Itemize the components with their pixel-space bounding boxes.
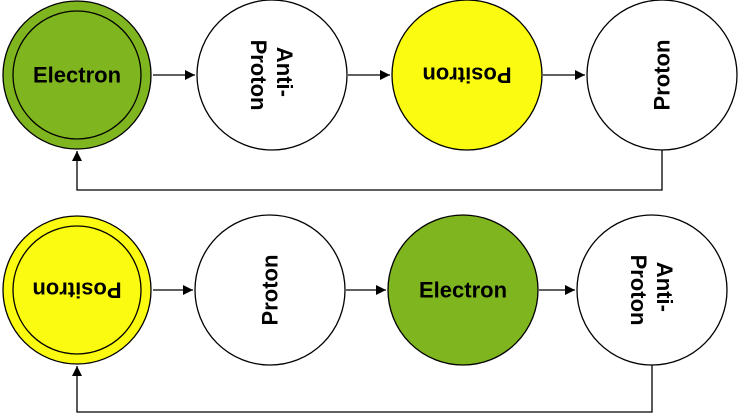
node-label-line-2: Proton (247, 40, 272, 111)
node-label-line-1: Anti- (653, 262, 678, 312)
node-anti-proton: Anti- Proton (196, 0, 348, 151)
node-label-line-2: Proton (627, 255, 652, 326)
node-label: Positron (32, 278, 121, 303)
cycle-diagram-top: Electron Anti- Proton Positron (2, 0, 738, 191)
node-electron: Electron (2, 0, 152, 150)
node-label: Positron (422, 63, 511, 88)
node-label: Electron (33, 63, 121, 88)
node-circle (391, 0, 543, 151)
node-inner-ring (12, 225, 142, 355)
node-label-line-1: Anti- (273, 47, 298, 97)
cycle-diagram-bottom: Positron Proton Electron Anti- Proton (2, 214, 728, 413)
node-inner-ring (12, 10, 142, 140)
node-label: Proton (258, 255, 283, 326)
node-label: Anti- Proton (627, 255, 678, 326)
node-circle (2, 215, 152, 365)
node-proton: Proton (586, 0, 738, 151)
node-proton: Proton (194, 214, 346, 366)
node-label: Proton (650, 40, 675, 111)
node-positron: Positron (2, 215, 152, 365)
loop-back-arrow (72, 150, 663, 191)
node-circle (387, 214, 539, 366)
node-circle (2, 0, 152, 150)
node-label: Anti- Proton (247, 40, 298, 111)
node-anti-proton: Anti- Proton (576, 214, 728, 366)
node-circle (196, 0, 348, 151)
node-electron: Electron (387, 214, 539, 366)
node-positron: Positron (391, 0, 543, 151)
loop-back-arrow (72, 365, 653, 413)
node-circle (194, 214, 346, 366)
node-label: Electron (419, 278, 507, 303)
